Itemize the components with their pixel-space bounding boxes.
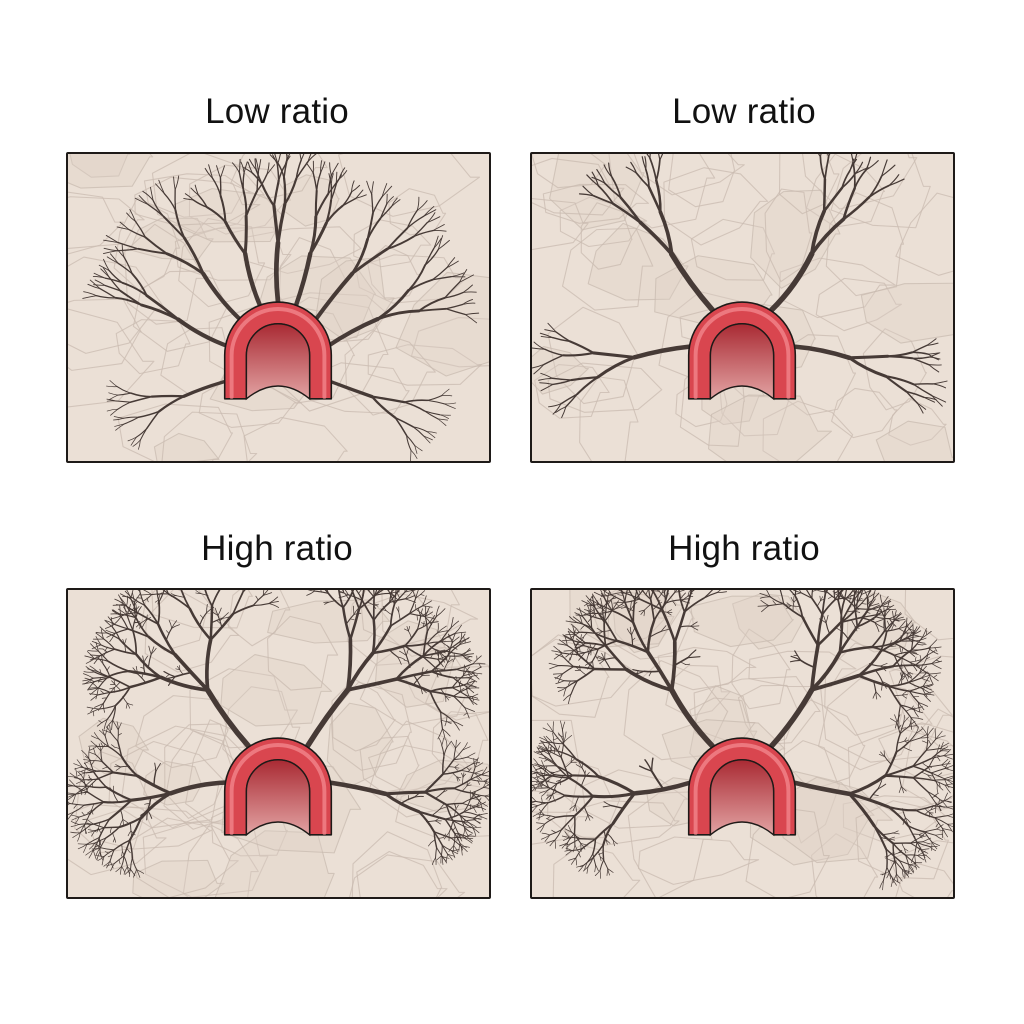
tissue-illustration [68,154,489,461]
capillary-branches [68,590,489,878]
tissue-panel-top-right [530,152,955,463]
tissue-panel-bottom-left [66,588,491,899]
tissue-illustration [532,154,953,461]
panel-title-bottom-left: High ratio [201,529,353,568]
capillary-branches [82,154,480,461]
tissue-panel-top-left [66,152,491,463]
tissue-illustration [532,590,953,897]
panel-title-top-left: Low ratio [205,92,349,131]
capillary-branches [532,154,948,419]
blood-vessel-icon [223,301,333,401]
blood-vessel-icon [223,737,333,837]
panel-title-bottom-right: High ratio [668,529,820,568]
blood-vessel-icon [687,301,797,401]
panel-title-top-right: Low ratio [672,92,816,131]
tissue-illustration [68,590,489,897]
blood-vessel-icon [687,737,797,837]
tissue-panel-bottom-right [530,588,955,899]
capillary-branches [532,590,953,891]
